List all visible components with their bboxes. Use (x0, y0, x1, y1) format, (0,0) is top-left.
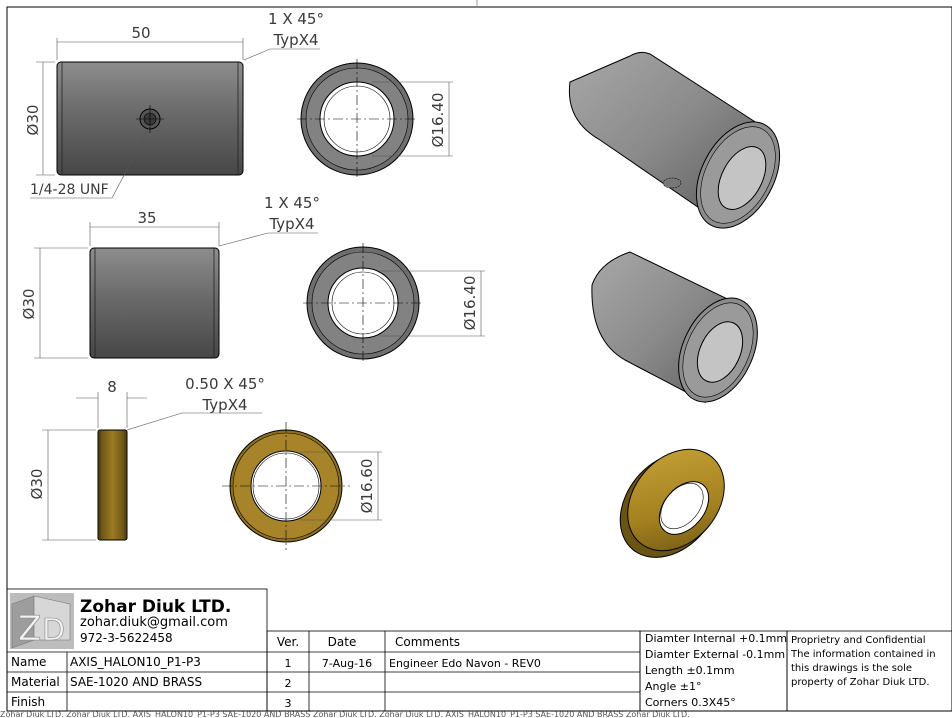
part2-side-view (34, 222, 318, 359)
rev-row-ver: 1 (285, 657, 292, 670)
rev-header-date: Date (328, 635, 357, 649)
material-label: Material (11, 675, 60, 689)
svg-text:Z: Z (18, 609, 41, 649)
part1-end-view (297, 59, 453, 179)
material-value: SAE-1020 AND BRASS (70, 675, 202, 689)
confidential-line: this drawings is the sole (791, 663, 912, 674)
confidential-line: Proprietry and Confidential (791, 635, 926, 646)
bottom-watermark-strip: Zohar Diuk LTD. Zohar Diuk LTD. AXIS_HAL… (0, 711, 690, 718)
tolerance-line: Corners 0.3X45° (645, 696, 736, 709)
part3-chamfer-dim: 0.50 X 45° (185, 375, 265, 393)
part3-bore-dim: Ø16.60 (358, 459, 376, 514)
part3-length-dim: 8 (107, 378, 117, 396)
part2-isometric-view (591, 251, 758, 404)
part1-side-view (30, 38, 320, 199)
part2-bore-dim: Ø16.40 (461, 276, 479, 331)
tolerance-line: Angle ±1° (645, 680, 702, 693)
company-phone: 972-3-5622458 (80, 631, 173, 645)
part1-chamfer-dim: 1 X 45° (268, 10, 324, 28)
name-value: AXIS_HALON10_P1-P3 (70, 655, 201, 669)
part1-diameter-dim: Ø30 (24, 105, 42, 136)
part1-thread-callout: 1/4-28 UNF (30, 182, 109, 198)
rev-row-ver: 3 (285, 697, 292, 710)
tolerance-line: Diamter Internal +0.1mm (645, 632, 787, 645)
finish-label: Finish (11, 695, 45, 709)
part3-end-view (222, 422, 382, 550)
company-email: zohar.diuk@gmail.com (80, 615, 228, 630)
part3-diameter-dim: Ø30 (28, 469, 46, 500)
rev-row-ver: 2 (285, 677, 292, 690)
confidential-line: The information contained in (790, 649, 936, 660)
svg-text:D: D (42, 613, 65, 648)
rev-row-comments: Engineer Edo Navon - REV0 (389, 657, 541, 670)
title-block (6, 588, 952, 712)
rev-header-comments: Comments (395, 635, 460, 649)
part2-end-view (303, 243, 485, 363)
part2-chamfer-dim: 1 X 45° (264, 194, 320, 212)
part2-diameter-dim: Ø30 (20, 289, 38, 320)
part3-isometric-view (619, 448, 725, 558)
rev-row-date: 7-Aug-16 (322, 657, 372, 670)
confidential-line: property of Zohar Diuk LTD. (791, 677, 930, 688)
part3-side-view (42, 392, 262, 541)
part3-chamfer-note: TypX4 (201, 396, 247, 414)
part1-chamfer-note: TypX4 (272, 31, 318, 49)
company-name: Zohar Diuk LTD. (80, 597, 231, 617)
tolerance-line: Diamter External -0.1mm (645, 648, 785, 661)
part1-length-dim: 50 (131, 24, 150, 42)
part2-length-dim: 35 (137, 209, 156, 227)
company-logo: Z D (10, 593, 74, 649)
part1-bore-dim: Ø16.40 (429, 93, 447, 148)
rev-header-ver: Ver. (277, 635, 299, 649)
part1-isometric-view (568, 51, 781, 229)
name-label: Name (11, 655, 46, 669)
part2-chamfer-note: TypX4 (268, 215, 314, 233)
tolerance-line: Length ±0.1mm (645, 664, 735, 677)
